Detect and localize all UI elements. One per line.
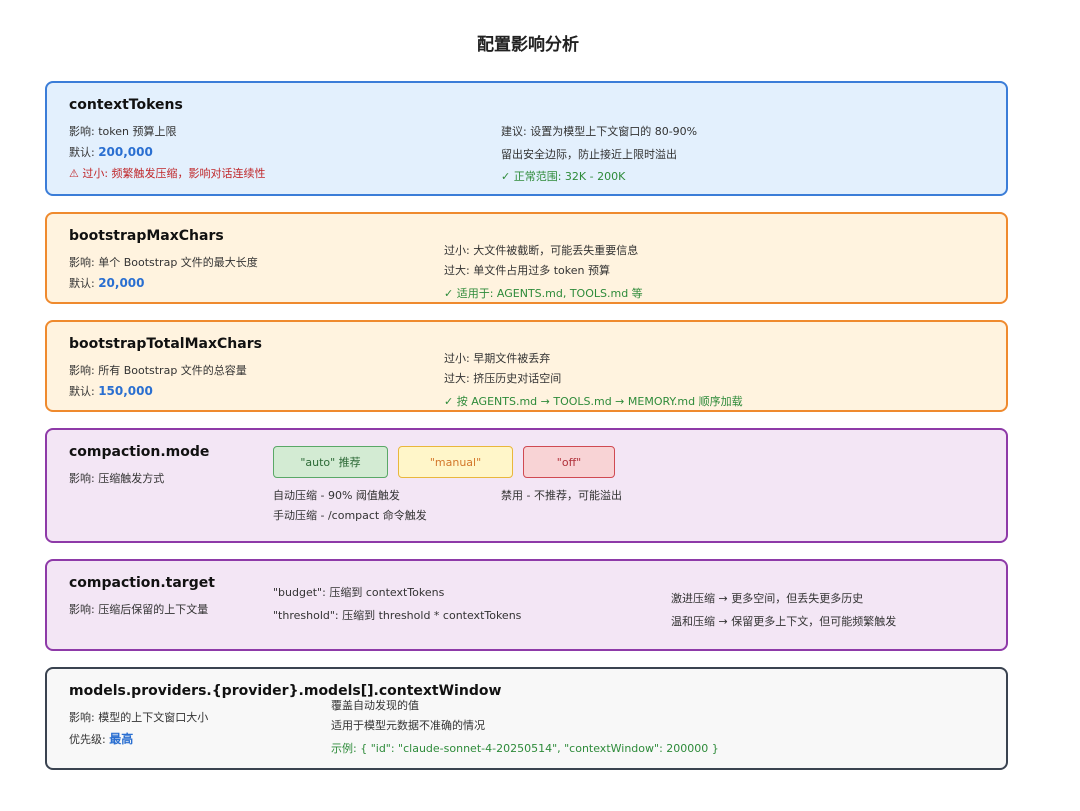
- range-text: ✓ 正常范围: 32K - 200K: [501, 170, 626, 183]
- default-line: 默认: 150,000: [69, 380, 153, 399]
- mode-off-option: "off": [523, 446, 615, 478]
- default-value: 200,000: [98, 145, 153, 159]
- priority-label: 优先级:: [69, 733, 110, 746]
- default-label: 默认:: [69, 277, 99, 290]
- impact-text: 影响: 所有 Bootstrap 文件的总容量: [69, 364, 247, 377]
- gentle-text: 温和压缩 → 保留更多上下文，但可能频繁触发: [671, 615, 897, 628]
- impact-text: 影响: 模型的上下文窗口大小: [69, 711, 209, 724]
- auto-desc: 自动压缩 - 90% 阈值触发: [273, 489, 400, 502]
- example-text: 示例: { "id": "claude-sonnet-4-20250514", …: [331, 742, 719, 755]
- impact-text: 影响: 单个 Bootstrap 文件的最大长度: [69, 256, 258, 269]
- budget-text: "budget": 压缩到 contextTokens: [273, 586, 445, 599]
- card-title: models.providers.{provider}.models[].con…: [69, 683, 502, 699]
- card-context-window: models.providers.{provider}.models[].con…: [45, 667, 1008, 770]
- load-order-text: ✓ 按 AGENTS.md → TOOLS.md → MEMORY.md 顺序加…: [444, 395, 743, 408]
- applies-text: ✓ 适用于: AGENTS.md, TOOLS.md 等: [444, 287, 643, 300]
- impact-text: 影响: token 预算上限: [69, 125, 177, 138]
- impact-text: 影响: 压缩后保留的上下文量: [69, 603, 209, 616]
- too-large-text: 过大: 单文件占用过多 token 预算: [444, 264, 610, 277]
- aggressive-text: 激进压缩 → 更多空间，但丢失更多历史: [671, 592, 864, 605]
- card-bootstrap-max-chars: bootstrapMaxChars 影响: 单个 Bootstrap 文件的最大…: [45, 212, 1008, 304]
- card-title: bootstrapMaxChars: [69, 228, 224, 244]
- default-line: 默认: 200,000: [69, 141, 153, 160]
- priority-line: 优先级: 最高: [69, 728, 133, 747]
- card-title: compaction.target: [69, 575, 215, 591]
- override-text: 覆盖自动发现的值: [331, 699, 419, 712]
- default-line: 默认: 20,000: [69, 272, 145, 291]
- manual-desc: 手动压缩 - /compact 命令触发: [273, 509, 427, 522]
- too-small-text: 过小: 早期文件被丢弃: [444, 352, 551, 365]
- threshold-text: "threshold": 压缩到 threshold * contextToke…: [273, 609, 522, 622]
- mode-manual-option: "manual": [398, 446, 513, 478]
- advice-text: 建议: 设置为模型上下文窗口的 80-90%: [501, 125, 698, 138]
- card-title: bootstrapTotalMaxChars: [69, 336, 262, 352]
- default-label: 默认:: [69, 146, 99, 159]
- mode-auto-option: "auto" 推荐: [273, 446, 388, 478]
- card-title: compaction.mode: [69, 444, 210, 460]
- warning-text: ⚠ 过小: 频繁触发压缩，影响对话连续性: [69, 167, 266, 180]
- too-small-text: 过小: 大文件被截断，可能丢失重要信息: [444, 244, 639, 257]
- default-label: 默认:: [69, 385, 99, 398]
- card-bootstrap-total-max-chars: bootstrapTotalMaxChars 影响: 所有 Bootstrap …: [45, 320, 1008, 412]
- card-title: contextTokens: [69, 97, 183, 113]
- impact-text: 影响: 压缩触发方式: [69, 472, 165, 485]
- priority-value: 最高: [109, 732, 134, 746]
- off-desc: 禁用 - 不推荐，可能溢出: [501, 489, 622, 502]
- default-value: 20,000: [98, 276, 145, 290]
- applies-text: 适用于模型元数据不准确的情况: [331, 719, 485, 732]
- page-title: 配置影响分析: [477, 35, 579, 55]
- advice-detail-text: 留出安全边际，防止接近上限时溢出: [501, 148, 677, 161]
- card-context-tokens: contextTokens 影响: token 预算上限 默认: 200,000…: [45, 81, 1008, 196]
- too-large-text: 过大: 挤压历史对话空间: [444, 372, 562, 385]
- default-value: 150,000: [98, 384, 153, 398]
- card-compaction-target: compaction.target 影响: 压缩后保留的上下文量 "budget…: [45, 559, 1008, 651]
- card-compaction-mode: compaction.mode 影响: 压缩触发方式 "auto" 推荐 "ma…: [45, 428, 1008, 543]
